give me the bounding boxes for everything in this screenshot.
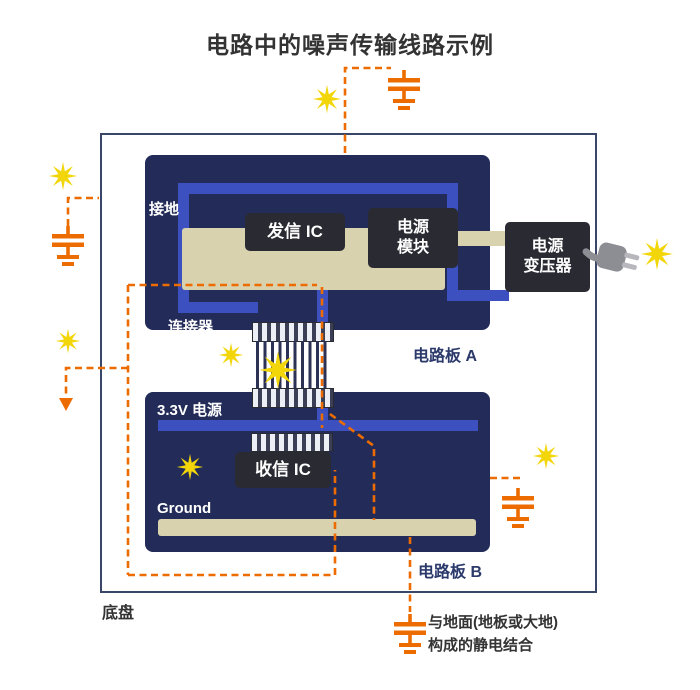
noise-burst-icon	[55, 328, 81, 354]
rx-ic-box: 收信 IC	[235, 452, 331, 488]
noise-burst-icon	[312, 84, 342, 114]
earth-coupling-icon-left	[52, 226, 84, 266]
noise-arrowhead-icon	[59, 398, 73, 411]
diagram-title: 电路中的噪声传输线路示例	[206, 32, 494, 58]
copper-trace-a-top	[178, 183, 458, 194]
tx-ic-box: 发信 IC	[245, 213, 345, 251]
board-b-ground-label: Ground	[157, 500, 212, 517]
connector-bottom-pins	[252, 388, 334, 408]
earth-coupling-icon-bottom	[394, 614, 426, 654]
board-a-name-label: 电路板 A	[413, 348, 478, 365]
copper-trace-a-center	[317, 288, 328, 324]
power-rail-label: 3.3V 电源	[157, 402, 223, 419]
board-a-ground-label: 接地	[149, 201, 180, 218]
ribbon-cable	[256, 341, 330, 389]
electrostatic-coupling-caption: 与地面(地板或大地) 构成的静电结合	[428, 614, 558, 654]
noise-burst-icon	[48, 161, 78, 191]
transformer-box: 电源 变压器	[505, 222, 590, 292]
ground-plane-b	[158, 519, 476, 536]
copper-trace-a-to-connector	[178, 302, 258, 313]
power-module-box: 电源 模块	[368, 208, 458, 268]
noise-burst-icon	[641, 238, 673, 270]
copper-trace-b-power-rail	[158, 420, 478, 431]
connector-top-pins	[252, 322, 334, 342]
noise-path-left-top	[66, 196, 99, 226]
copper-trace-to-transformer	[447, 290, 509, 301]
board-b-name-label: 电路板 B	[418, 564, 483, 581]
power-link-bar	[455, 231, 507, 246]
connector-label: 连接器	[168, 319, 214, 336]
earth-coupling-icon-top	[388, 70, 420, 110]
rx-ic-pins	[251, 433, 333, 452]
chassis-label: 底盘	[102, 605, 135, 622]
